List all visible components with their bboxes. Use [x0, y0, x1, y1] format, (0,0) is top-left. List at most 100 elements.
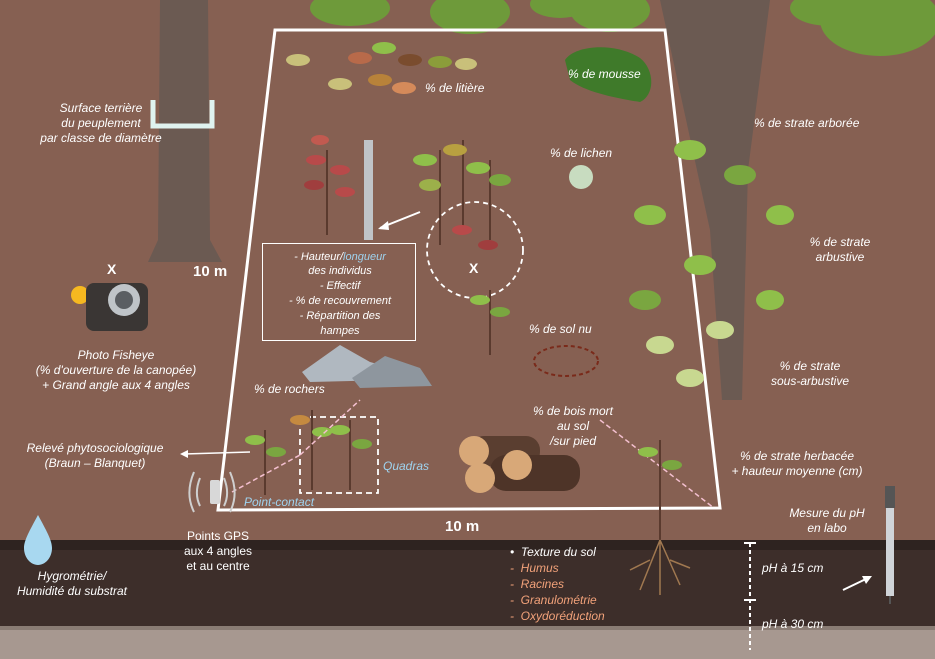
soil-item: - Granulométrie: [510, 592, 597, 608]
center-mark-x: X: [469, 260, 479, 276]
sapling-small-icon: [470, 290, 510, 355]
soil-top-edge: [0, 540, 935, 550]
fisheye-camera-icon: [71, 283, 148, 331]
ph-arrow-head: [862, 576, 872, 584]
gps-device-icon: [188, 471, 236, 513]
label-line: Mesure du pH: [789, 506, 865, 520]
label-line: aux 4 angles: [183, 544, 253, 558]
point-contact-line: [231, 454, 301, 493]
herbaceous-plant-icon: [629, 440, 691, 595]
bullet: •: [510, 545, 521, 559]
label-rochers: % de rochers: [254, 382, 325, 396]
dead-wood-line: [599, 419, 715, 509]
label-mousse: % de mousse: [568, 67, 641, 81]
shrub-foliage-icon: [629, 140, 794, 387]
circle-red-sapling-icon: [452, 225, 498, 250]
ph-probe-icon: [885, 486, 895, 604]
label-line: + Grand angle aux 4 angles: [42, 378, 190, 392]
red-shrub-icon: [304, 135, 355, 235]
lichen-icon: [569, 165, 593, 189]
sampling-circle: [426, 201, 524, 299]
soil-item-text: Humus: [520, 561, 559, 575]
label-line: sous-arbustive: [770, 374, 850, 388]
releve-arrow: [183, 451, 251, 455]
soil-item-text: Racines: [520, 577, 565, 591]
quadrat-plants-icon: [245, 410, 372, 495]
label-strate-arbustive: % de strate arbustive: [800, 235, 880, 265]
infobox-line-4: - % de recouvrement: [288, 295, 392, 307]
dimension-bottom: 10 m: [445, 518, 480, 535]
label-surface-terriere: Surface terrière du peuplement par class…: [16, 101, 186, 146]
left-tree-trunk: [148, 0, 222, 262]
label-quadras: Quadras: [383, 459, 430, 473]
bullet: -: [510, 577, 521, 591]
label-line: /sur pied: [549, 434, 597, 448]
label-line: au sol: [556, 419, 590, 433]
label-lichen: % de lichen: [550, 146, 613, 160]
leaf-litter-icon: [286, 42, 477, 94]
label-line: arbustive: [815, 250, 865, 264]
ph-arrow: [842, 577, 869, 591]
label-line: (Braun – Blanquet): [44, 456, 146, 470]
soil-dark-band: [0, 540, 935, 630]
rocks-icon: [302, 345, 432, 388]
infobox-line-3: - Effectif: [319, 280, 361, 292]
water-drop-icon: [24, 515, 52, 565]
label-line: et au centre: [186, 559, 250, 573]
bullet: -: [510, 609, 521, 623]
bullet: -: [510, 593, 521, 607]
label-line: Photo Fisheye: [77, 348, 155, 362]
label-strate-sous-arbustive: % de strate sous-arbustive: [760, 359, 860, 389]
sapling-cluster-icon: [413, 140, 511, 245]
point-contact-line-2: [299, 399, 361, 456]
infobox-text: - Hauteur/: [294, 251, 344, 263]
label-strate-arboree: % de strate arborée: [754, 116, 860, 130]
label-bois-mort: % de bois mort au sol /sur pied: [523, 404, 623, 449]
infobox-text-blue: longueur: [343, 251, 386, 263]
label-litiere: % de litière: [425, 81, 485, 95]
label-line: Points GPS: [186, 529, 250, 543]
label-sol-nu: % de sol nu: [529, 322, 592, 336]
label-line: en labo: [807, 521, 847, 535]
soil-light-band: [0, 628, 935, 659]
measurement-info-box: - Hauteur/longueur des individus - Effec…: [262, 243, 416, 341]
diameter-tape-icon: [150, 100, 215, 129]
photo-mark-x: X: [107, 261, 117, 277]
label-point-contact: Point-contact: [244, 495, 315, 509]
label-ph30: pH à 30 cm: [762, 617, 824, 631]
infobox-line-6: hampes: [320, 325, 360, 337]
soil-item-text: Oxydoréduction: [520, 609, 605, 623]
soil-item: • Texture du sol: [510, 544, 596, 560]
label-line: Humidité du substrat: [16, 584, 128, 598]
bare-soil-marker: [533, 345, 599, 377]
soil-light-edge: [0, 626, 935, 630]
label-hygrometrie: Hygrométrie/ Humidité du substrat: [6, 569, 138, 599]
infobox-line-5: - Répartition des: [299, 310, 381, 322]
canopy-foliage: [310, 0, 935, 56]
label-photo-fisheye: Photo Fisheye (% d'ouverture de la canop…: [18, 348, 214, 393]
soil-item: - Humus: [510, 560, 559, 576]
label-line: (% d'ouverture de la canopée): [35, 363, 197, 377]
label-line: % de strate: [779, 359, 841, 373]
moss-icon: [565, 47, 652, 102]
label-line: Hygrométrie/: [37, 569, 107, 583]
label-line: % de strate herbacée: [739, 449, 855, 463]
infobox-line-1: - Hauteur/longueur: [263, 251, 417, 264]
soil-item-text: Texture du sol: [520, 545, 596, 559]
label-releve: Relevé phytosociologique (Braun – Blanqu…: [14, 441, 176, 471]
label-mesure-ph: Mesure du pH en labo: [780, 506, 874, 536]
label-ph15: pH à 15 cm: [762, 561, 824, 575]
plot-boundary: [216, 28, 722, 512]
infobox-line-2: des individus: [308, 265, 372, 277]
label-line: Relevé phytosociologique: [26, 441, 164, 455]
bullet: -: [510, 561, 521, 575]
arrow-head-icon: [378, 221, 389, 230]
soil-item: - Racines: [510, 576, 564, 592]
label-line: Surface terrière: [59, 101, 143, 115]
label-line: % de strate: [809, 235, 871, 249]
dead-wood-logs-icon: [459, 436, 580, 493]
right-tree-trunk: [660, 0, 770, 400]
releve-arrow-head: [180, 450, 188, 458]
label-line: par classe de diamètre: [40, 131, 162, 145]
